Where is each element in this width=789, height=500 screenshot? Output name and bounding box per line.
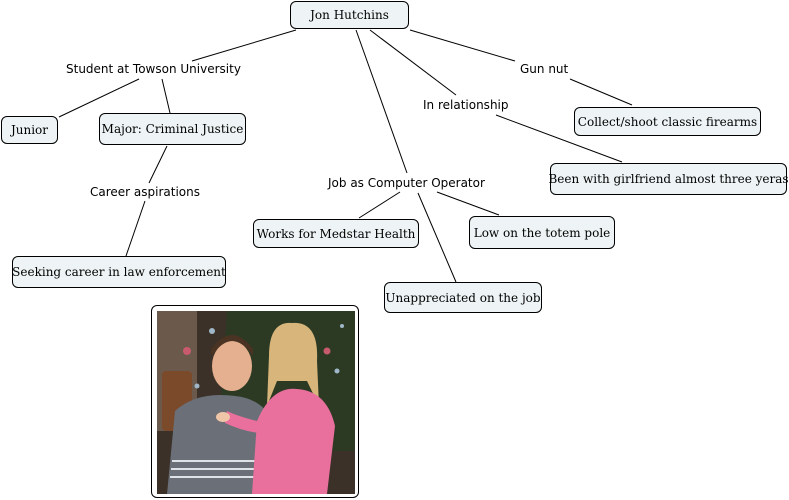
connector-line: [358, 191, 401, 219]
concept-collect-firearms[interactable]: Collect/shoot classic firearms: [574, 107, 761, 136]
connector-line: [436, 191, 500, 216]
link-student-at-towson: Student at Towson University: [64, 62, 243, 76]
concept-junior[interactable]: Junior: [1, 116, 58, 144]
connector-line: [355, 29, 408, 174]
photo-illustration: [157, 311, 355, 494]
link-career-aspirations: Career aspirations: [88, 185, 202, 199]
concept-girlfriend[interactable]: Been with girlfriend almost three yeras: [548, 163, 789, 195]
concept-totem-pole[interactable]: Low on the totem pole: [469, 216, 615, 249]
concept-medstar-health[interactable]: Works for Medstar Health: [253, 219, 419, 248]
link-in-relationship: In relationship: [421, 98, 511, 112]
connector-line: [125, 200, 146, 257]
concept-law-enforcement[interactable]: Seeking career in law enforcement: [12, 256, 226, 288]
connector-line: [58, 78, 140, 118]
couple-photo: [151, 305, 359, 498]
connector-line: [161, 78, 171, 114]
link-gun-nut: Gun nut: [518, 62, 571, 76]
concept-major-criminal-justice[interactable]: Major: Criminal Justice: [99, 113, 246, 145]
concept-unappreciated[interactable]: Unappreciated on the job: [384, 282, 542, 313]
connector-line: [569, 78, 633, 106]
connector-line: [148, 145, 168, 184]
link-job-computer-operator: Job as Computer Operator: [326, 176, 487, 190]
connector-line: [191, 29, 297, 62]
connector-line: [495, 114, 623, 163]
connector-line: [417, 192, 457, 283]
concept-jon-hutchins[interactable]: Jon Hutchins: [290, 1, 409, 29]
connector-line: [409, 29, 516, 62]
photo-image: [157, 311, 355, 494]
connector-line: [369, 29, 457, 96]
